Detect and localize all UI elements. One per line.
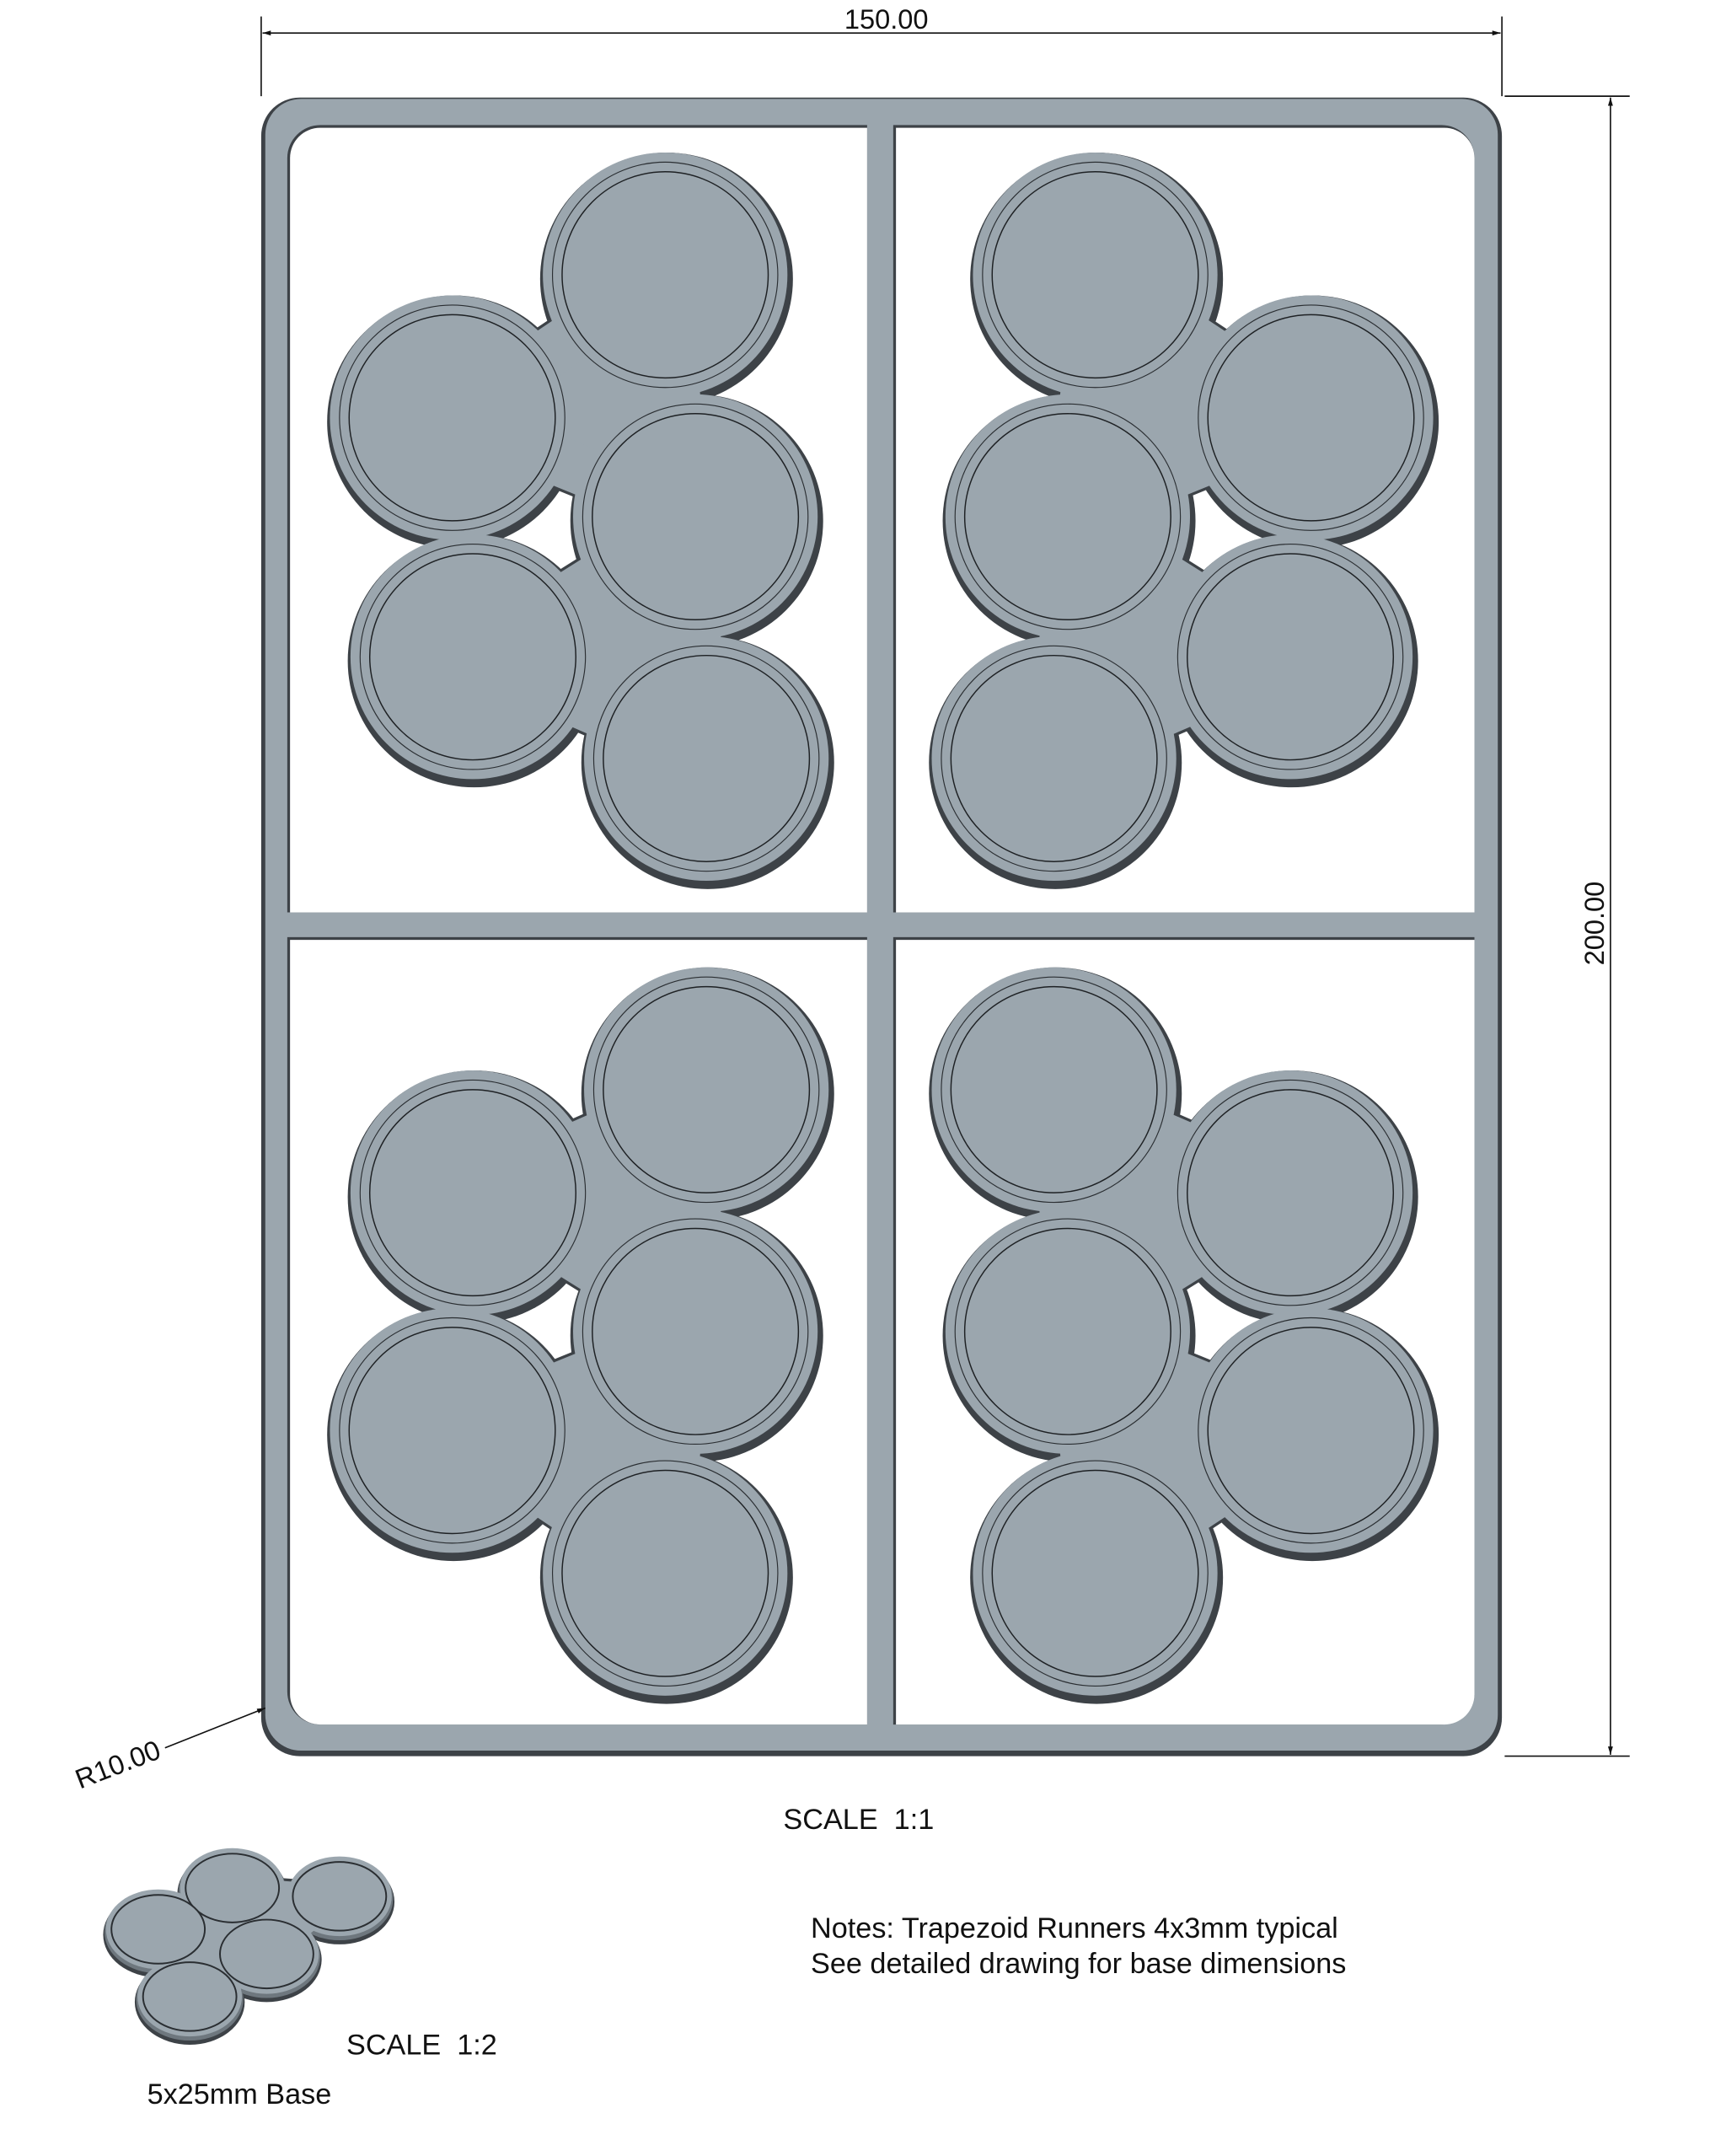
base-slot-recess <box>561 171 769 379</box>
base-slot-recess <box>1187 553 1395 761</box>
base-slot-recess <box>292 1861 388 1932</box>
width-dimension-label: 150.00 <box>844 3 929 35</box>
height-dimension: 200.00 <box>1504 95 1630 1757</box>
base-slot-recess <box>950 654 1158 862</box>
corner-radius-label: R10.00 <box>71 1734 164 1794</box>
five-slot-base <box>327 152 834 889</box>
base-slot-recess <box>603 654 811 862</box>
height-dimension-label: 200.00 <box>1579 882 1610 966</box>
base-panel-bottom-left <box>287 936 867 1725</box>
base-isometric-view <box>103 1848 395 2045</box>
five-slot-base <box>327 967 834 1704</box>
base-panel-top-right <box>892 125 1475 913</box>
base-slot-recess <box>348 314 556 522</box>
base-slot-recess <box>110 1894 206 1965</box>
base-slot-recess <box>603 985 811 1193</box>
base-slot-recess <box>561 1469 769 1677</box>
main-scale-label: SCALE 1:1 <box>783 1804 934 1836</box>
base-slot-recess <box>963 1227 1171 1435</box>
base-slot-recess <box>185 1853 281 1923</box>
detail-scale-label: SCALE 1:2 <box>346 2029 497 2061</box>
base-slot-recess <box>348 1327 556 1535</box>
runner-frame <box>260 97 1503 1756</box>
base-slot-recess <box>991 1469 1199 1677</box>
base-slot-recess <box>1187 1089 1395 1297</box>
base-panel-top-left <box>287 125 867 913</box>
base-slot-recess <box>1207 314 1415 522</box>
base-slot-recess <box>368 1089 576 1297</box>
base-slot-recess <box>219 1918 314 1990</box>
base-panel-bottom-right <box>892 936 1475 1725</box>
base-slot-recess <box>592 1227 800 1435</box>
corner-radius-callout: R10.00 <box>71 1707 266 1794</box>
five-slot-base <box>929 152 1439 889</box>
base-slot-recess <box>991 171 1199 379</box>
base-slot-recess <box>142 1961 238 2032</box>
base-caption: 5x25mm Base <box>147 2078 332 2110</box>
base-slot-recess <box>963 412 1171 621</box>
five-slot-base <box>929 967 1439 1704</box>
base-slot-recess <box>1207 1327 1415 1535</box>
notes-line-2: See detailed drawing for base dimensions <box>811 1948 1346 1980</box>
base-slot-recess <box>950 985 1158 1193</box>
base-slot-recess <box>368 553 576 761</box>
notes-line-1: Notes: Trapezoid Runners 4x3mm typical <box>811 1912 1338 1944</box>
width-dimension: 150.00 <box>260 3 1503 97</box>
base-slot-recess <box>592 412 800 621</box>
